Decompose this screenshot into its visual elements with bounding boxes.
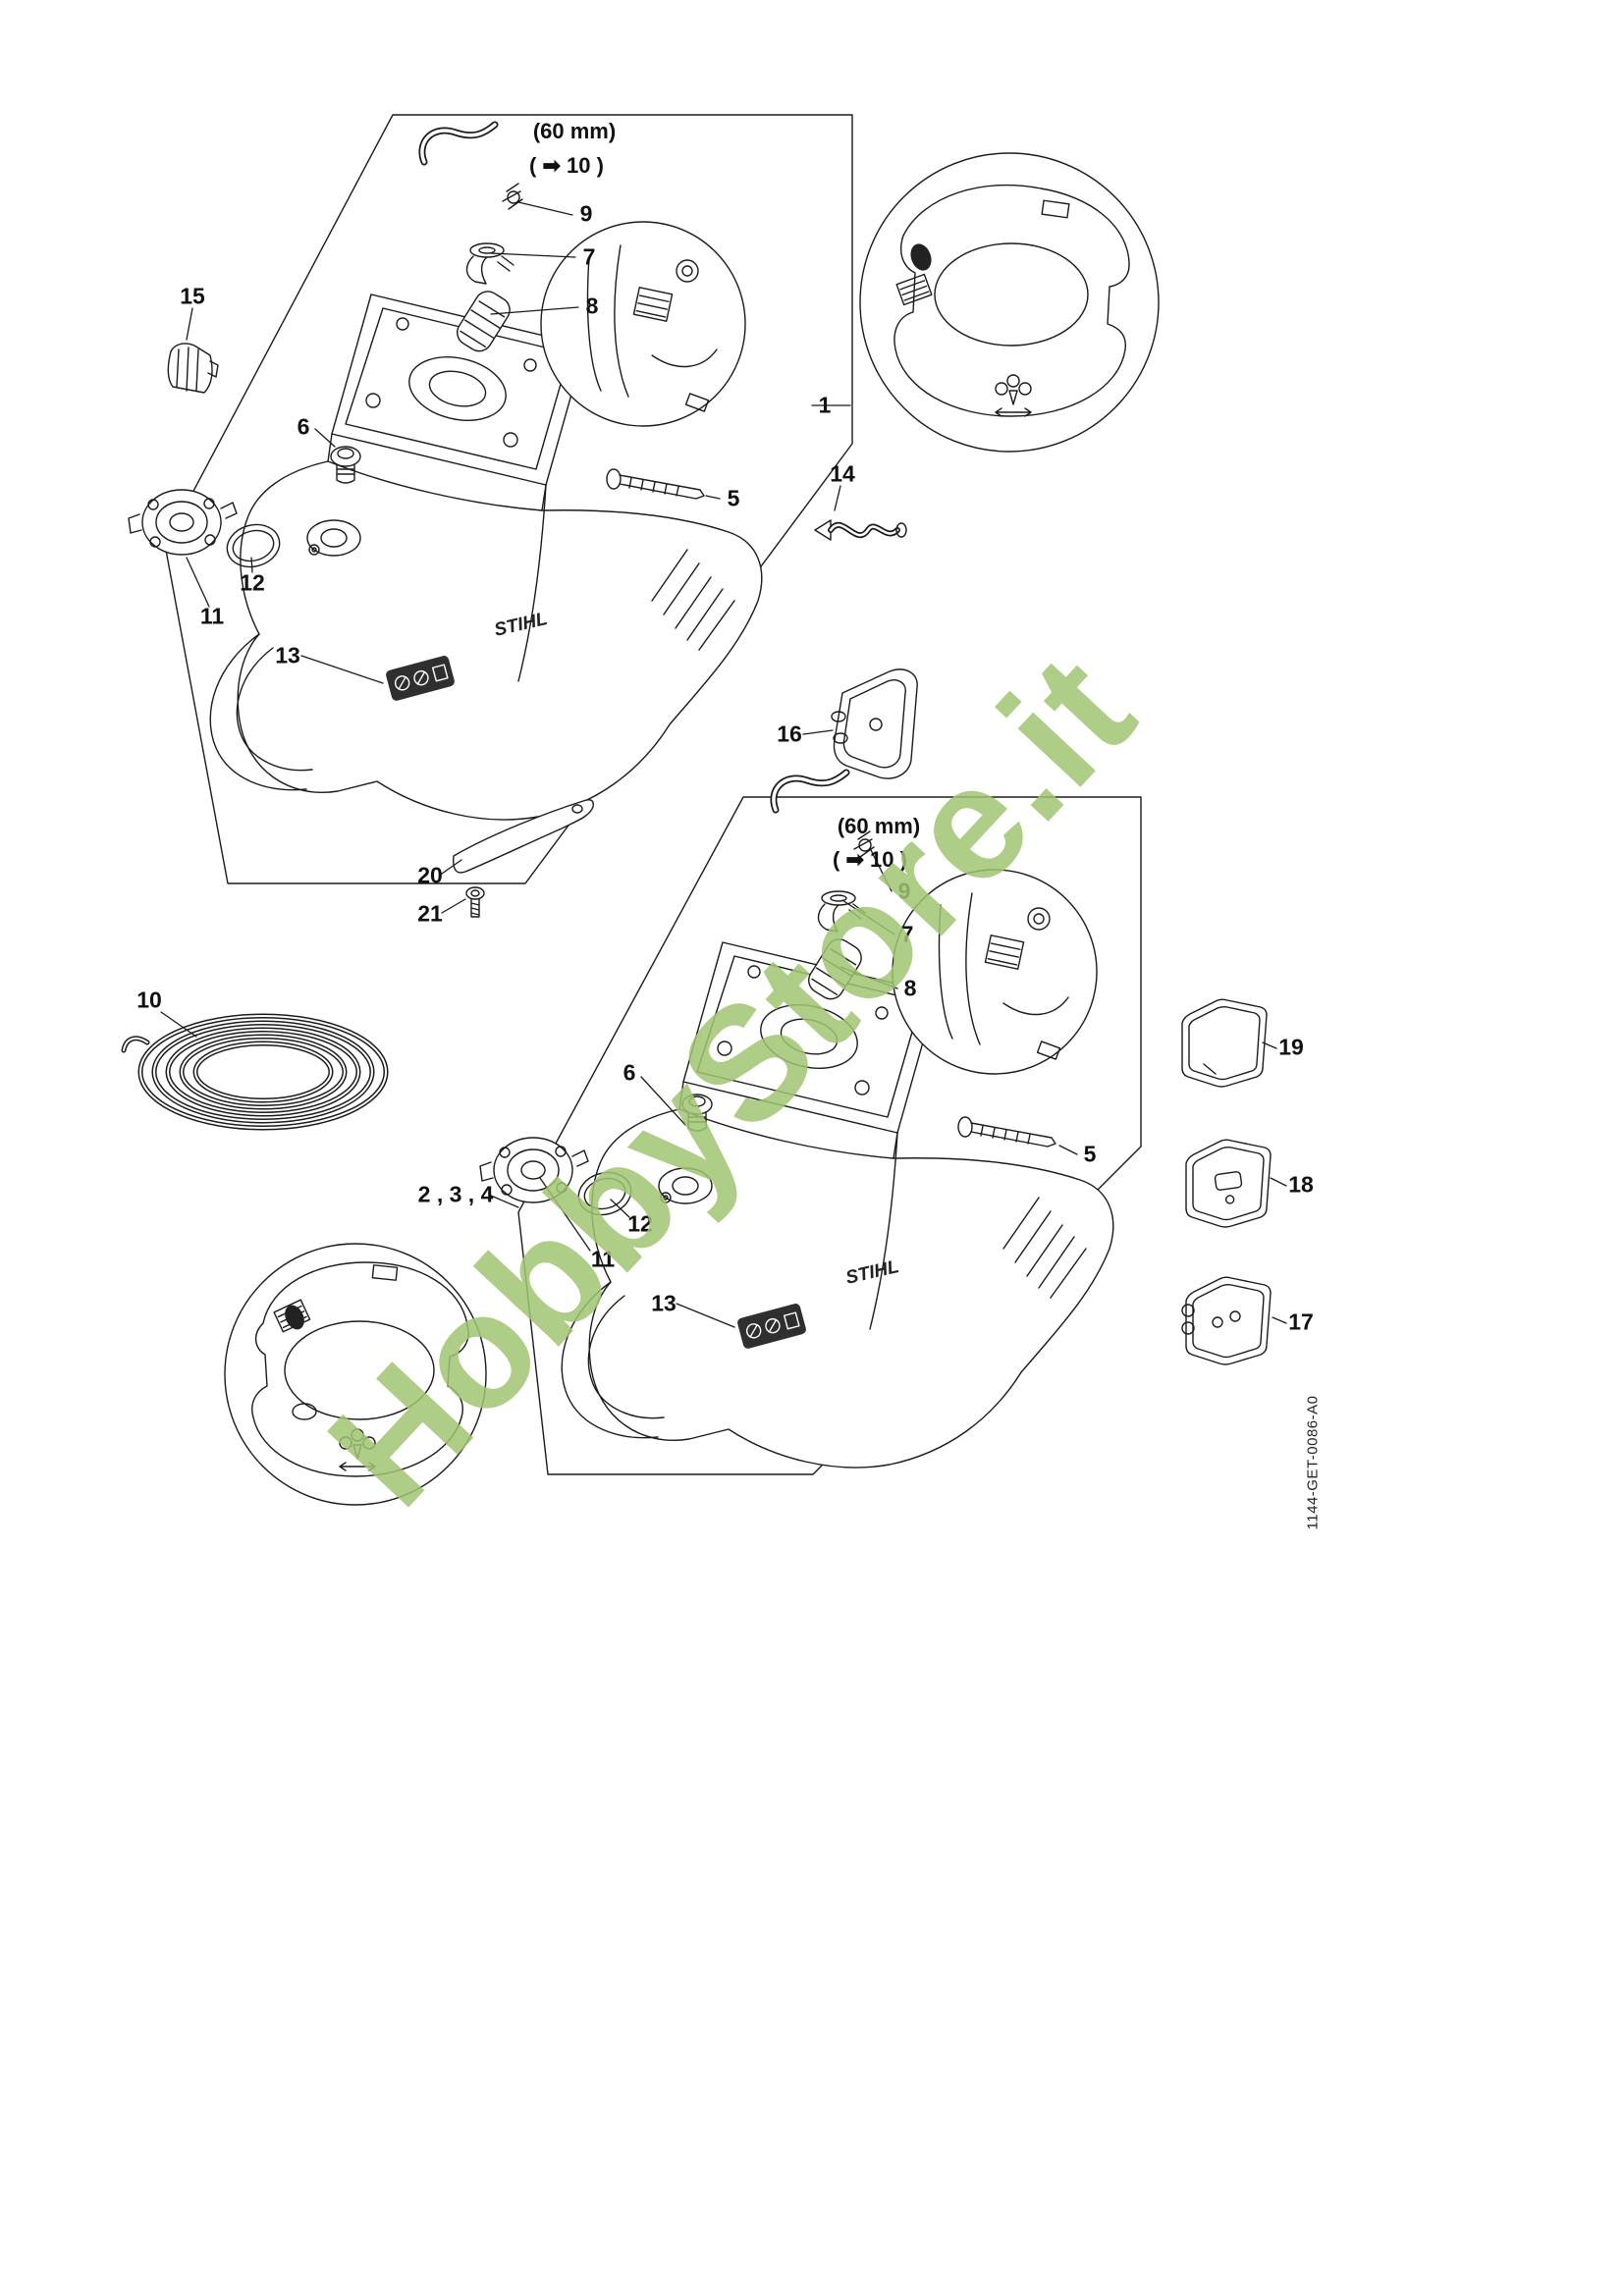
assembly-frame-2 — [517, 796, 1142, 1475]
part-callout-5-upper: 5 — [727, 485, 740, 511]
part-callout-19: 19 — [1278, 1034, 1304, 1060]
part-18-drawing — [1185, 1139, 1272, 1228]
part-callout-16: 16 — [777, 721, 802, 747]
part-callout-13-upper: 13 — [275, 642, 300, 668]
part-callout-10: 10 — [136, 987, 162, 1013]
part-callout-1: 1 — [818, 392, 832, 418]
part-14-drawing — [814, 519, 907, 541]
part-callout-8-upper: 8 — [585, 293, 599, 319]
hose-ref-note-lower: ( ➡ 10 ) — [833, 847, 907, 872]
hose-length-note-upper: (60 mm) — [532, 119, 617, 143]
detail-circle-bottom-left — [224, 1243, 487, 1506]
part-callout-14: 14 — [830, 460, 855, 487]
part-callout-6-lower: 6 — [623, 1059, 636, 1086]
part-17-drawing — [1181, 1276, 1272, 1365]
part-callout-6-upper: 6 — [297, 413, 310, 440]
part-10-drawing — [121, 1013, 389, 1131]
lubricant-symbol-icon — [339, 1428, 376, 1471]
part-callout-17: 17 — [1288, 1308, 1314, 1335]
part-callout-11-upper: 11 — [199, 603, 225, 629]
lubricant-symbol-icon — [995, 374, 1032, 417]
hose-length-note-lower: (60 mm) — [837, 814, 921, 838]
part-callout-11-lower: 11 — [590, 1246, 616, 1272]
part-callout-12-lower: 12 — [627, 1210, 653, 1237]
part-callout-18: 18 — [1288, 1171, 1314, 1198]
part-callout-7-lower: 7 — [900, 921, 914, 947]
assembly-2-drawing — [480, 773, 1113, 1468]
detail-circle-top-right — [859, 152, 1160, 453]
document-code: 1144-GET-0086-A0 — [1304, 1395, 1322, 1530]
part-callout-7-upper: 7 — [582, 243, 596, 270]
part-callout-5-lower: 5 — [1083, 1141, 1097, 1167]
part-callout-20: 20 — [417, 862, 443, 888]
part-callout-12-upper: 12 — [240, 569, 265, 596]
part-callout-15: 15 — [180, 283, 205, 309]
part-callout-13-lower: 13 — [651, 1290, 677, 1316]
part-callout-21: 21 — [417, 900, 443, 927]
leader-lines — [160, 201, 1287, 1328]
part-16-drawing — [831, 668, 918, 779]
part-callout-9-lower: 9 — [897, 878, 911, 904]
part-21-drawing — [465, 886, 485, 918]
part-callout-8-lower: 8 — [903, 975, 917, 1001]
part-callout-2-3-4: 2 , 3 , 4 — [417, 1181, 494, 1207]
assembly-1-drawing — [129, 125, 762, 820]
part-callout-9-upper: 9 — [579, 200, 593, 227]
part-15-drawing — [167, 343, 219, 394]
part-19-drawing — [1181, 998, 1268, 1088]
hose-ref-note-upper: ( ➡ 10 ) — [529, 153, 604, 178]
part-20-drawing — [453, 799, 594, 874]
